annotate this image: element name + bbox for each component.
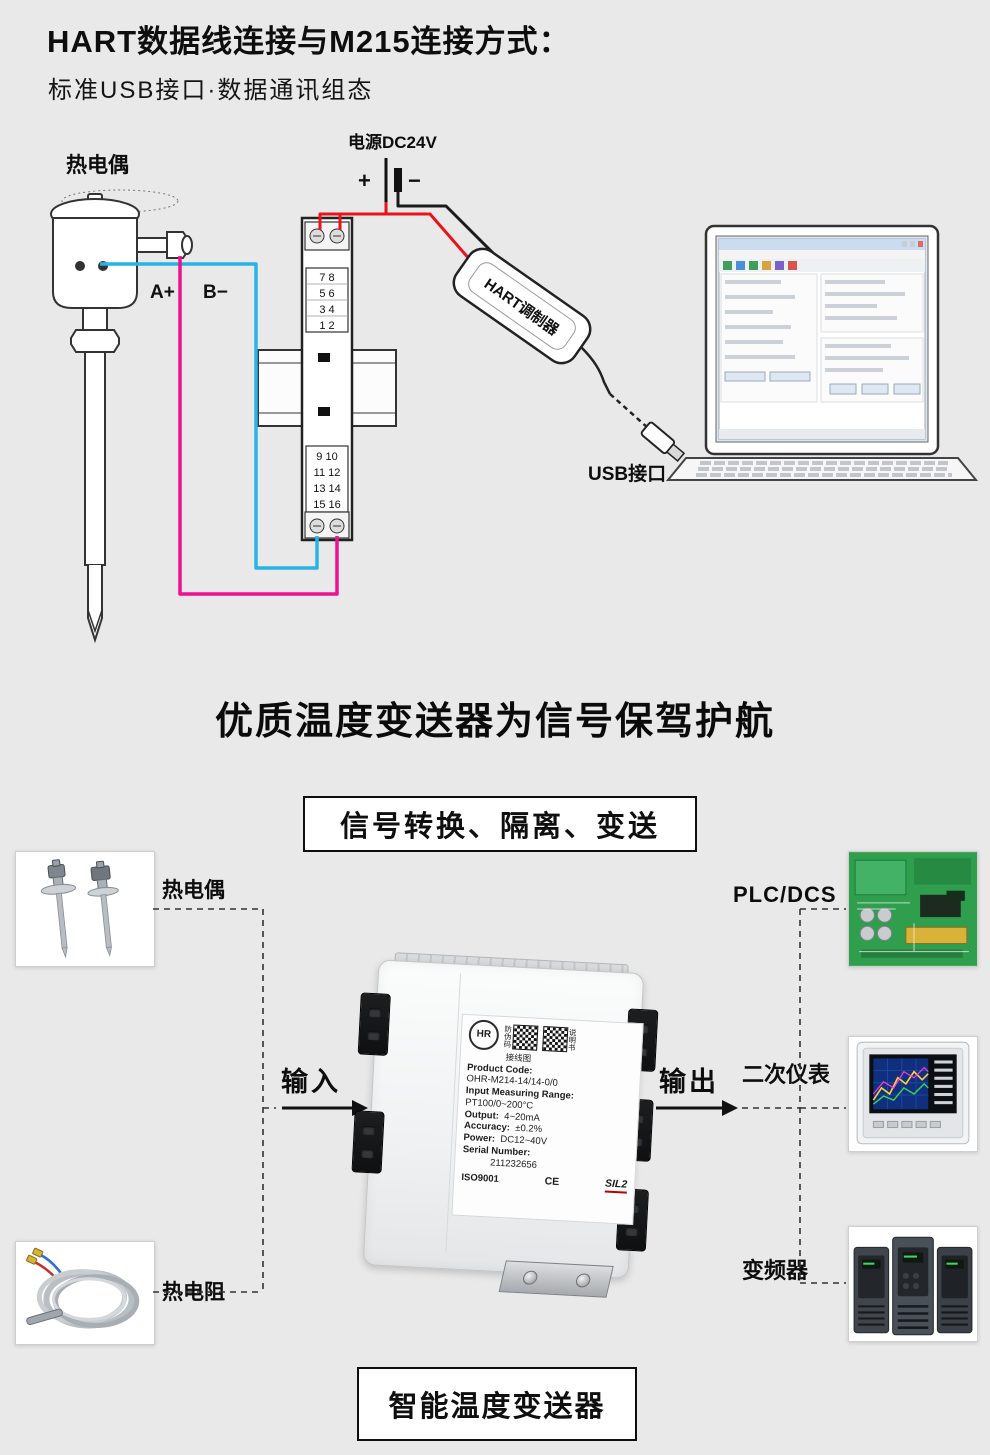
plc-dcs-photo [848, 851, 978, 967]
page-title: HART数据线连接与M215连接方式： [47, 24, 571, 59]
rtd-product-graphic [26, 1247, 140, 1329]
clip-screw-right [574, 1273, 592, 1288]
connector-left-top [357, 992, 391, 1056]
transmitter-module: 7 8 5 6 3 4 1 2 9 10 11 12 13 14 15 16 [300, 216, 354, 542]
svg-text:11 12: 11 12 [314, 467, 341, 479]
hart-modem: HART调制器 [452, 247, 592, 365]
connector-left-bottom [351, 1110, 385, 1174]
antifake-label: 防伪码 [502, 1024, 513, 1048]
terminal-b-label: B− [203, 282, 228, 303]
module-clip-bottom [318, 407, 330, 416]
qr-code-antifake-icon [511, 1023, 538, 1051]
dest-label-meter: 二次仪表 [742, 1062, 831, 1087]
dest-label-vfd: 变频器 [742, 1258, 809, 1283]
recorder-photo [848, 1036, 978, 1152]
source-label-thermocouple: 热电偶 [162, 879, 225, 902]
wiring-diagram: 热电偶 A+ B− 电源DC24V + − [50, 132, 979, 644]
antifake-qr-unit: 防伪码 [502, 1023, 538, 1051]
wire-black-negative [396, 192, 505, 265]
footer-badge: 智能温度变送器 [357, 1367, 637, 1441]
thermocouple-photo [15, 851, 155, 967]
headline: 优质温度变送器为信号保驾护航 [214, 701, 775, 743]
product-label: HR 防伪码 说明书 接线图 Product Code: OHR-M214-14… [451, 1013, 644, 1225]
wire-pink-b [178, 256, 339, 596]
svg-text:15 16: 15 16 [313, 499, 341, 511]
source-label-rtd: 热电阻 [162, 1281, 225, 1304]
usb-label: USB接口 [588, 463, 666, 485]
laptop [665, 224, 979, 481]
svg-text:9 10: 9 10 [316, 451, 337, 463]
wire-red-positive [318, 202, 473, 262]
svg-text:1 2: 1 2 [319, 320, 334, 332]
vfd-photo [848, 1226, 978, 1342]
battery-icon: + − [358, 158, 421, 202]
terminal-a-label: A+ [150, 282, 175, 303]
cert-iso: ISO9001 [461, 1171, 500, 1185]
thermocouple-graphic [50, 193, 193, 644]
input-label: 输入 [281, 1067, 341, 1097]
svg-text:3 4: 3 4 [319, 304, 334, 316]
software-window [718, 238, 926, 440]
transmitter-product: HR 防伪码 说明书 接线图 Product Code: OHR-M214-14… [351, 949, 659, 1307]
manual-qr-unit: 说明书 [541, 1025, 578, 1053]
qr-code-manual-icon [541, 1025, 568, 1052]
wire-blue-a [100, 262, 319, 570]
thermocouple-product-graphic [40, 859, 119, 959]
plc-board-graphic [849, 852, 977, 966]
page-subtitle: 标准USB接口·数据通讯组态 [48, 77, 374, 104]
usb-plug-icon [640, 421, 686, 463]
label-header-row: HR 防伪码 说明书 [468, 1019, 635, 1058]
vfd-graphic [853, 1236, 973, 1336]
hart-cable-dashed [609, 393, 649, 429]
brand-logo: HR [468, 1019, 500, 1051]
thermocouple-label: 热电偶 [66, 153, 129, 177]
output-label: 输出 [659, 1067, 719, 1097]
svg-text:13 14: 13 14 [313, 483, 341, 495]
module-clip-top [318, 353, 330, 362]
svg-text:7 8: 7 8 [319, 272, 334, 284]
signal-badge: 信号转换、隔离、变送 [303, 796, 697, 852]
svg-text:5 6: 5 6 [319, 288, 334, 300]
din-clip [498, 1260, 614, 1298]
svg-text:−: − [408, 168, 421, 193]
power-label: 电源DC24V [348, 132, 437, 152]
recorder-graphic [856, 1041, 970, 1145]
svg-text:+: + [358, 168, 371, 193]
clip-screw-left [521, 1270, 539, 1285]
cert-sil-icon: SIL2 [604, 1177, 628, 1195]
dest-label-plc-dcs: PLC/DCS [733, 882, 837, 907]
cert-ce-icon: CE [544, 1175, 560, 1189]
rtd-photo [15, 1241, 155, 1345]
output-arrow-icon [656, 1100, 738, 1116]
hart-cable [580, 346, 612, 395]
manual-label: 说明书 [567, 1028, 578, 1052]
